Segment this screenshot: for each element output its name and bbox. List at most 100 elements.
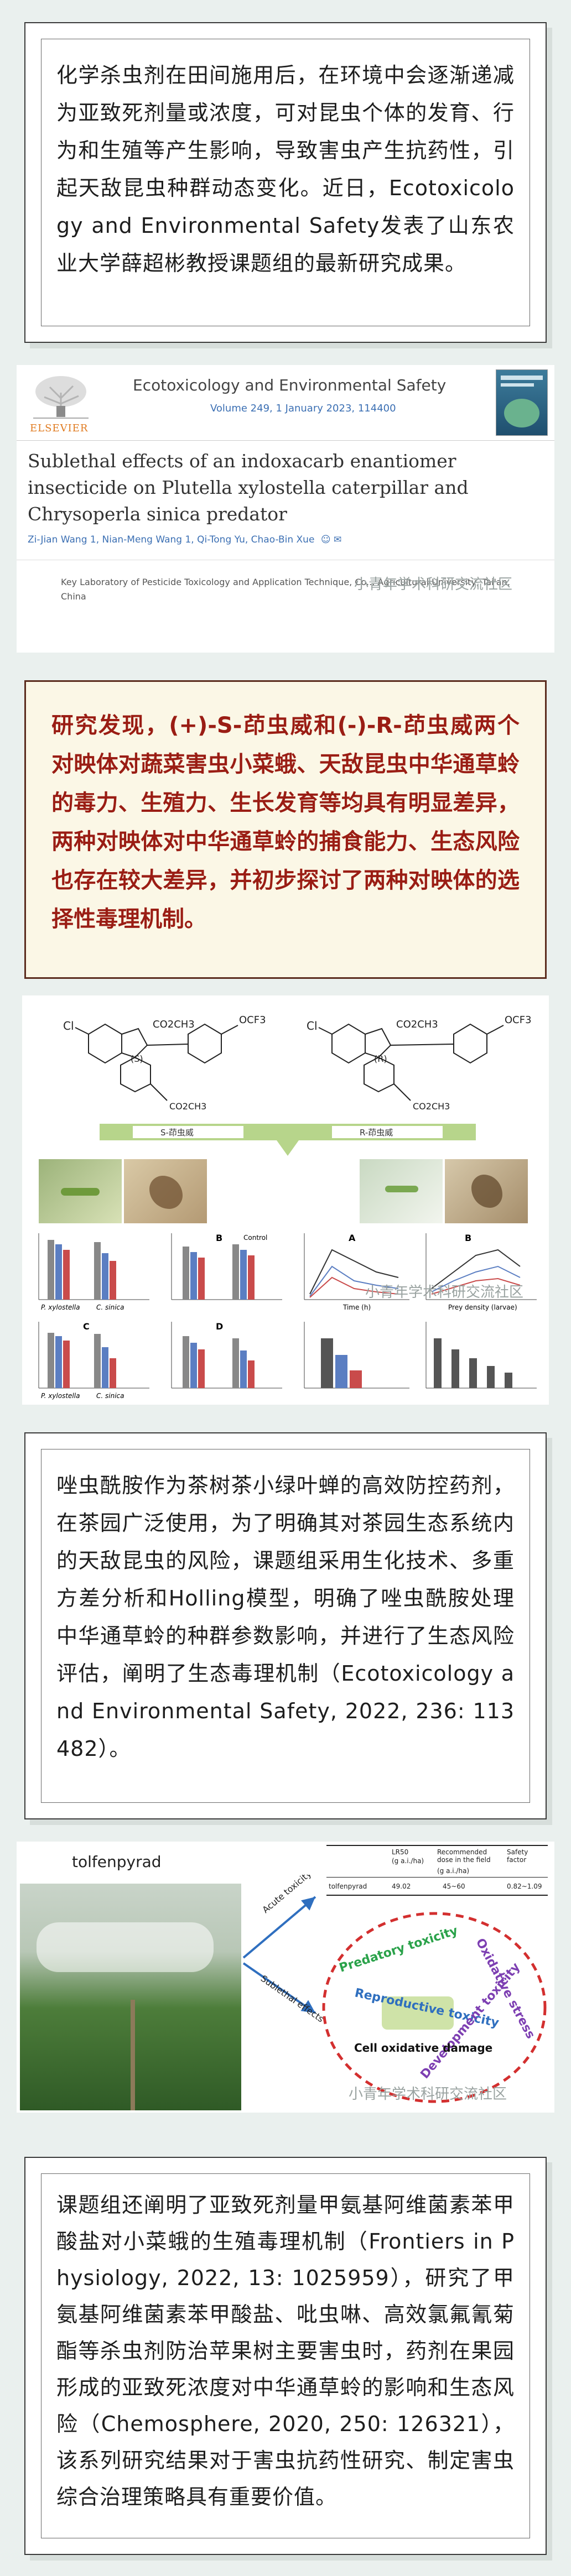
table-cell-compound: tolfenpyrad — [329, 1883, 367, 1890]
photo-caterpillar-left — [39, 1159, 122, 1223]
bar — [198, 1258, 205, 1300]
svg-text:Cl: Cl — [307, 1019, 318, 1033]
ester-label-r: CO2CH3 — [396, 1019, 438, 1030]
panel-label-a: A — [349, 1233, 356, 1243]
toxicity-table: LR50 (g a.i./ha) Recommended dose in the… — [326, 1842, 548, 1908]
xlabel-c1: P. xylostella — [41, 1392, 80, 1400]
lacewing-photo — [382, 1996, 454, 2030]
arrow-acute — [242, 1896, 316, 1959]
bar — [190, 1343, 197, 1388]
bar — [48, 1333, 54, 1388]
ester-label-s2: CO2CH3 — [169, 1101, 206, 1112]
panel-label-b: B — [216, 1233, 222, 1243]
tea-card: 唑虫酰胺作为茶树茶小绿叶蝉的高效防控药剂，在茶园广泛使用，为了明确其对茶园生态系… — [24, 1432, 547, 1819]
intro-text: 化学杀虫剂在田间施用后，在环境中会逐渐递减为亚致死剂量或浓度，可对昆虫个体的发育… — [56, 63, 515, 275]
bar — [350, 1370, 362, 1388]
bar — [55, 1244, 62, 1300]
arrow-label-s: S-茚虫威 — [160, 1128, 194, 1138]
bar — [240, 1350, 247, 1388]
bar — [63, 1250, 70, 1300]
bar — [248, 1360, 255, 1388]
group-label-s: OCF3 — [239, 1014, 266, 1026]
bar — [94, 1242, 101, 1300]
paper-affiliation: Key Laboratory of Pesticide Toxicology a… — [61, 577, 510, 602]
cell-damage-label: Cell oxidative damage — [354, 2041, 492, 2054]
bar — [505, 1373, 512, 1388]
bar — [487, 1366, 495, 1388]
chart-panel-a2: A Time (h) — [304, 1233, 409, 1311]
chiral-label-r: (R) — [374, 1054, 387, 1064]
xlabel-a1: P. xylostella — [41, 1303, 80, 1311]
finding-card: 研究发现，(+)-S-茚虫威和(-)-R-茚虫威两个对映体对蔬菜害虫小菜蛾、天敌… — [24, 680, 547, 979]
structure-r — [318, 1023, 504, 1101]
bar — [94, 1334, 101, 1388]
panel-label-d: D — [216, 1321, 223, 1332]
acute-label: Acute toxicity — [260, 1875, 313, 1915]
predatory-toxicity-label: Predatory toxicity — [338, 1924, 460, 1975]
tea-text: 唑虫酰胺作为茶树茶小绿叶蝉的高效防控药剂，在茶园广泛使用，为了明确其对茶园生态系… — [56, 1473, 515, 1761]
arrow-label-r: R-茚虫威 — [360, 1128, 393, 1138]
publisher-name: ELSEVIER — [30, 423, 89, 434]
ester-label-s: CO2CH3 — [153, 1019, 195, 1030]
finding-text: 研究发现，(+)-S-茚虫威和(-)-R-茚虫威两个对映体对蔬菜害虫小菜蛾、天敌… — [51, 713, 520, 932]
journal-volume[interactable]: Volume 249, 1 January 2023, 114400 — [210, 403, 396, 414]
bar — [63, 1341, 70, 1388]
results-charts: P. xylostella C. sinica B Control A Time… — [38, 1233, 537, 1400]
paper-title[interactable]: Sublethal effects of an indoxacarb enant… — [28, 450, 469, 525]
bar — [232, 1338, 239, 1388]
journal-cover — [496, 369, 548, 436]
table-unit-dose: (g a.i./ha) — [437, 1867, 470, 1875]
bar — [55, 1336, 62, 1388]
table-header-lr50: LR50 — [392, 1848, 409, 1856]
legend-control: Control — [243, 1234, 267, 1242]
watermark-text: 小青年学术科研交流社区 — [365, 1284, 524, 1301]
tea-field-photo — [20, 1884, 241, 2110]
bar — [102, 1347, 108, 1388]
chemical-structures: Cl CO2CH3 OCF3 (S) CO2CH3 Cl CO2CH3 OCF3… — [63, 1014, 532, 1112]
group-label-r: OCF3 — [505, 1014, 532, 1026]
photo-lacewing-left — [124, 1159, 207, 1223]
compound-label: tolfenpyrad — [72, 1853, 162, 1871]
watermark-label: 小青年学术科研交流社区 — [354, 573, 512, 593]
bar — [110, 1261, 116, 1300]
figure-tolfenpyrad: tolfenpyrad Acute toxicity Sublethal eff… — [17, 1842, 554, 2113]
prey-axis-label: Prey density (larvae) — [448, 1303, 517, 1311]
chart-panel-a1: P. xylostella C. sinica — [38, 1233, 149, 1311]
bar — [451, 1349, 459, 1388]
closing-card-inner-border — [41, 2173, 530, 2538]
arrow-banner: S-茚虫威 R-茚虫威 — [100, 1124, 476, 1156]
bar — [232, 1244, 239, 1300]
panel-label-c: C — [83, 1321, 90, 1332]
bar — [198, 1349, 205, 1388]
table-cell-lr50: 49.02 — [392, 1883, 411, 1890]
authors-text[interactable]: Zi-Jian Wang 1, Nian-Meng Wang 1, Qi-Ton… — [28, 534, 315, 545]
person-icon: ☺ — [320, 534, 331, 545]
chiral-label-s: (S) — [131, 1054, 143, 1064]
time-axis-label: Time (h) — [342, 1303, 371, 1311]
bar — [240, 1250, 247, 1300]
series-line — [431, 1265, 521, 1292]
effects-circle: Predatory toxicity Reproductive toxicity… — [322, 1912, 547, 2103]
journal-title[interactable]: Ecotoxicology and Environmental Safety — [133, 376, 447, 394]
table-header-safety: Safety factor — [507, 1848, 528, 1864]
bar — [48, 1240, 54, 1300]
arrow-sublethal — [242, 1962, 316, 2014]
figure2-watermark: 小青年学术科研交流社区 — [349, 2083, 507, 2103]
photo-lacewing-right — [445, 1159, 528, 1223]
series-line — [309, 1249, 399, 1295]
panel-label-b2: B — [465, 1233, 471, 1243]
watermark-text: 小青年学术科研交流社区 — [349, 2086, 507, 2103]
watermark-text: 小青年学术科研交流社区 — [354, 576, 513, 593]
svg-text:Cl: Cl — [63, 1019, 74, 1033]
table-header-dose: Recommended dose in the field — [437, 1848, 491, 1864]
photo-caterpillar-right — [360, 1159, 443, 1223]
structure-s — [75, 1023, 238, 1101]
bar — [335, 1355, 347, 1388]
ester-label-r2: CO2CH3 — [413, 1101, 450, 1112]
email-icon: ✉ — [333, 534, 342, 545]
series-line — [309, 1276, 399, 1298]
paper-authors[interactable]: Zi-Jian Wang 1, Nian-Meng Wang 1, Qi-Ton… — [28, 534, 341, 545]
bar — [434, 1338, 442, 1388]
chart-panel-c2 — [304, 1322, 409, 1389]
table-unit-lr50: (g a.i./ha) — [392, 1857, 424, 1865]
